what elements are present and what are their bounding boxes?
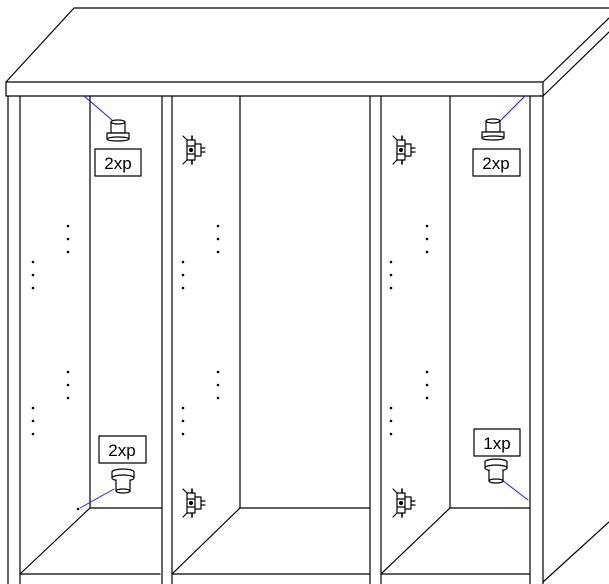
left-side-panel <box>7 95 21 584</box>
leader-lines <box>79 95 529 509</box>
hole-pattern <box>31 224 429 436</box>
quantity-label-top-left: 2xp <box>94 148 142 177</box>
quantity-label-text: 1xp <box>483 434 510 453</box>
quantity-label-top-right: 2xp <box>472 148 521 177</box>
shelf-support-peg-icon <box>106 119 130 142</box>
right-side-panel <box>529 95 609 584</box>
right-bay <box>380 507 531 575</box>
center-bay <box>171 507 371 575</box>
hinge-icon <box>182 135 206 165</box>
left-bay <box>19 95 163 575</box>
top-panel <box>5 7 609 97</box>
quantity-label-bottom-left: 2xp <box>98 435 147 464</box>
left-divider-panel <box>161 95 241 584</box>
shelf-support-peg-icon <box>111 468 135 494</box>
hinge-icon <box>392 135 416 165</box>
quantity-label-text: 2xp <box>482 154 509 173</box>
quantity-label-text: 2xp <box>108 441 135 460</box>
hinge-icon <box>392 488 416 518</box>
quantity-label-text: 2xp <box>104 154 131 173</box>
shelf-support-peg-icon <box>484 458 508 484</box>
hinge-icon <box>182 488 206 518</box>
right-divider-panel <box>369 95 451 584</box>
shelf-support-peg-icon <box>481 118 505 141</box>
quantity-label-bottom-right: 1xp <box>473 428 521 457</box>
